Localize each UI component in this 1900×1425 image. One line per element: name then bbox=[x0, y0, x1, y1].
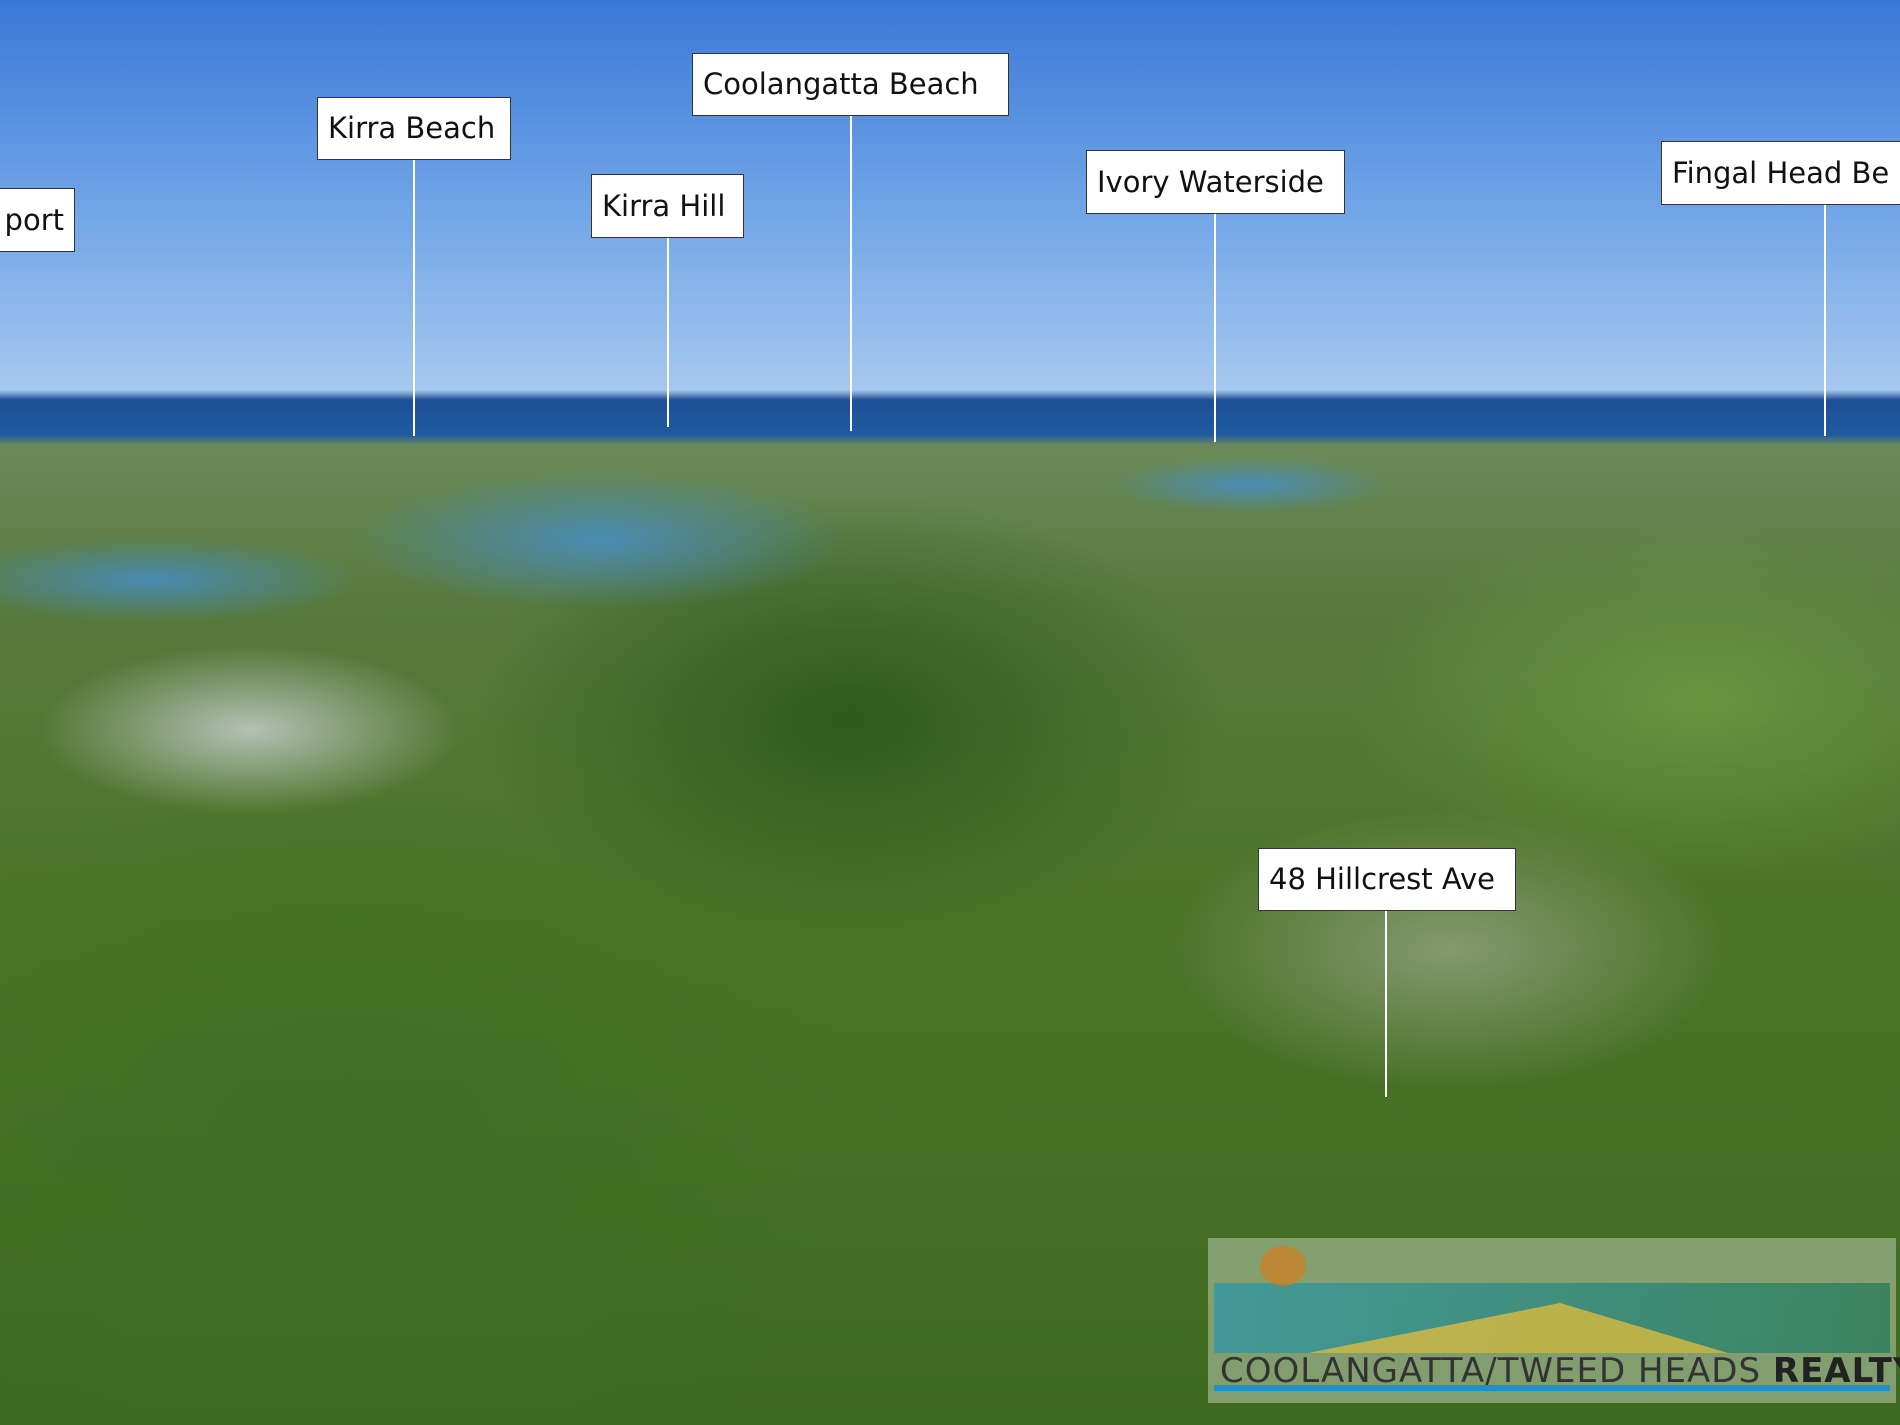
logo-underline bbox=[1214, 1385, 1890, 1391]
pointer-line bbox=[1385, 911, 1387, 1097]
label-ivory-waterside: Ivory Waterside bbox=[1086, 150, 1345, 214]
pointer-line bbox=[413, 160, 415, 436]
pointer-line bbox=[850, 116, 852, 431]
pointer-line bbox=[1214, 214, 1216, 442]
pointer-line bbox=[667, 238, 669, 427]
label-kirra-hill: Kirra Hill bbox=[591, 174, 744, 238]
logo-text-light: COOLANGATTA/TWEED HEADS bbox=[1220, 1351, 1773, 1391]
logo-sun-icon bbox=[1260, 1246, 1306, 1286]
label-airport: port bbox=[0, 188, 75, 252]
realty-logo-watermark: COOLANGATTA/TWEED HEADS REALTY bbox=[1208, 1238, 1900, 1403]
label-kirra-beach: Kirra Beach bbox=[317, 97, 511, 160]
label-fingal-head: Fingal Head Be bbox=[1661, 141, 1900, 205]
logo-text-bold: REALTY bbox=[1772, 1351, 1900, 1391]
logo-text: COOLANGATTA/TWEED HEADS REALTY bbox=[1220, 1351, 1900, 1391]
label-coolangatta-beach: Coolangatta Beach bbox=[692, 53, 1009, 116]
label-property-address: 48 Hillcrest Ave bbox=[1258, 848, 1516, 911]
pointer-line bbox=[1824, 205, 1826, 436]
